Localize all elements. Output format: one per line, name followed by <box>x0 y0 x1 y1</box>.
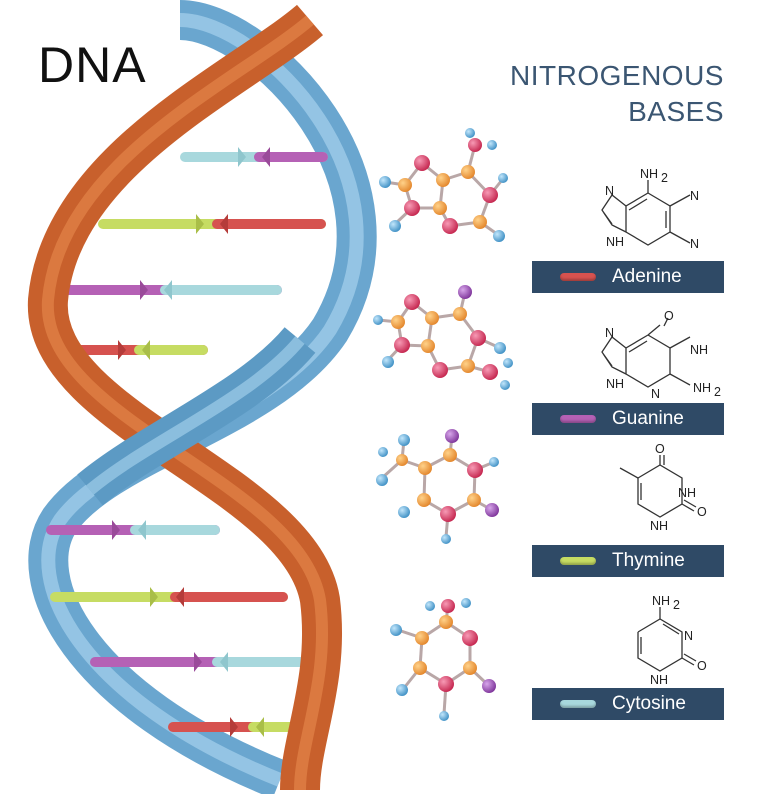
guanine-n3: N <box>651 387 660 401</box>
molecule-model-adenine <box>379 128 508 242</box>
base-pair-rung <box>50 587 288 607</box>
guanine-nh9: NH <box>606 377 624 391</box>
thymine-o4: O <box>655 442 665 456</box>
guanine-amine: NH <box>693 381 711 395</box>
thymine-color-pill <box>560 557 596 565</box>
label-guanine: Guanine <box>532 403 724 435</box>
formula-adenine-labels: NH 2 N N N NH <box>605 167 699 251</box>
adenine-n7: N <box>605 184 614 198</box>
guanine-nh1: NH <box>690 343 708 357</box>
thymine-nh1: NH <box>650 519 668 533</box>
formula-cytosine-labels: NH 2 N NH O <box>650 594 707 687</box>
formula-thymine <box>619 455 697 518</box>
base-pair-rung <box>90 652 326 672</box>
guanine-amine-sub: 2 <box>714 385 721 399</box>
label-adenine: Adenine <box>532 261 724 293</box>
adenine-nh9: NH <box>606 235 624 249</box>
base-pair-rung <box>98 214 326 234</box>
guanine-name: Guanine <box>612 408 684 429</box>
thymine-o2: O <box>697 505 707 519</box>
subtitle-line-1: NITROGENOUS <box>510 60 724 91</box>
label-cytosine: Cytosine <box>532 688 724 720</box>
adenine-name: Adenine <box>612 266 682 287</box>
base-pair-rung <box>52 280 282 300</box>
thymine-nh3: NH <box>678 486 696 500</box>
cytosine-amine: NH <box>652 594 670 608</box>
cytosine-color-pill <box>560 700 596 708</box>
formula-thymine-labels: O NH NH O <box>650 442 707 533</box>
adenine-n3: N <box>690 237 699 251</box>
thymine-name: Thymine <box>612 550 685 571</box>
cytosine-name: Cytosine <box>612 693 686 714</box>
guanine-color-pill <box>560 415 596 423</box>
cytosine-nh1: NH <box>650 673 668 687</box>
formula-guanine <box>601 317 691 388</box>
title: DNA <box>38 37 147 93</box>
adenine-amine: NH <box>640 167 658 181</box>
blue-strand-front <box>77 326 316 506</box>
base-pair-rung <box>46 520 220 540</box>
label-thymine: Thymine <box>532 545 724 577</box>
cytosine-n3: N <box>684 629 693 643</box>
subtitle: NITROGENOUS BASES <box>510 58 724 130</box>
cytosine-o2: O <box>697 659 707 673</box>
formula-cytosine <box>637 607 697 672</box>
guanine-oxygen: O <box>664 309 674 323</box>
adenine-n1: N <box>690 189 699 203</box>
cytosine-amine-sub: 2 <box>673 598 680 612</box>
molecule-model-guanine <box>373 285 513 390</box>
orange-strand-front <box>27 4 343 791</box>
molecule-model-cytosine <box>390 598 496 721</box>
base-pairs <box>44 147 328 737</box>
formula-guanine-labels: O NH N N NH NH 2 <box>605 309 721 401</box>
subtitle-line-2: BASES <box>628 96 724 127</box>
adenine-color-pill <box>560 273 596 281</box>
formula-adenine <box>601 180 691 246</box>
base-pair-rung <box>180 147 328 167</box>
molecule-model-thymine <box>376 429 499 544</box>
adenine-amine-sub: 2 <box>661 171 668 185</box>
guanine-n7: N <box>605 326 614 340</box>
